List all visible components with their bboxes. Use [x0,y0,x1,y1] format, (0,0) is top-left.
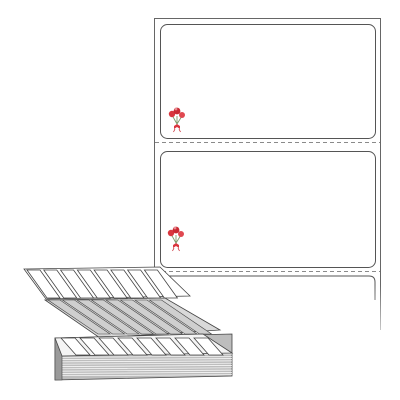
fanfold-label-stack [23,266,234,381]
stack-sheet-edge [61,358,233,360]
stack-top-label [76,269,112,299]
stack-sheet-edge [61,369,233,372]
stack-middle-label [61,299,126,335]
stack-top-label [143,269,179,299]
stack-middle-label [47,299,111,335]
stack-bottom-label [98,337,129,356]
stack-top-label [42,269,78,299]
stack-top-label [26,269,61,299]
stack-top-label [93,269,128,299]
stack-middle-label [105,299,169,335]
stack-bottom-label [193,337,224,356]
stack-middle-label [90,299,155,335]
stack-sheet-edge [61,367,233,370]
stack-middle-label [148,299,213,335]
stack-top-label [126,269,162,299]
stack-sheet-edge [61,355,233,358]
stack-bottom-label [117,337,148,356]
stack-bottom-label [60,337,91,356]
label-2 [160,151,376,268]
stack-middle-label [119,299,184,335]
stack-middle-label [76,299,140,335]
stack-bottom-label [174,337,205,356]
stack-top-label [59,269,95,299]
stack-sheet-edge [61,360,233,363]
stack-sheet-edge [61,365,233,367]
stack-bottom-label [79,337,110,356]
stack-bottom-label [155,337,186,356]
label-1 [160,24,376,139]
stack-top-label [110,269,145,299]
stack-sheet-edge [61,362,233,365]
stack-sheet-edge [61,374,233,377]
stack-sheet-edge [61,372,233,374]
stack-bottom-label [136,337,167,356]
